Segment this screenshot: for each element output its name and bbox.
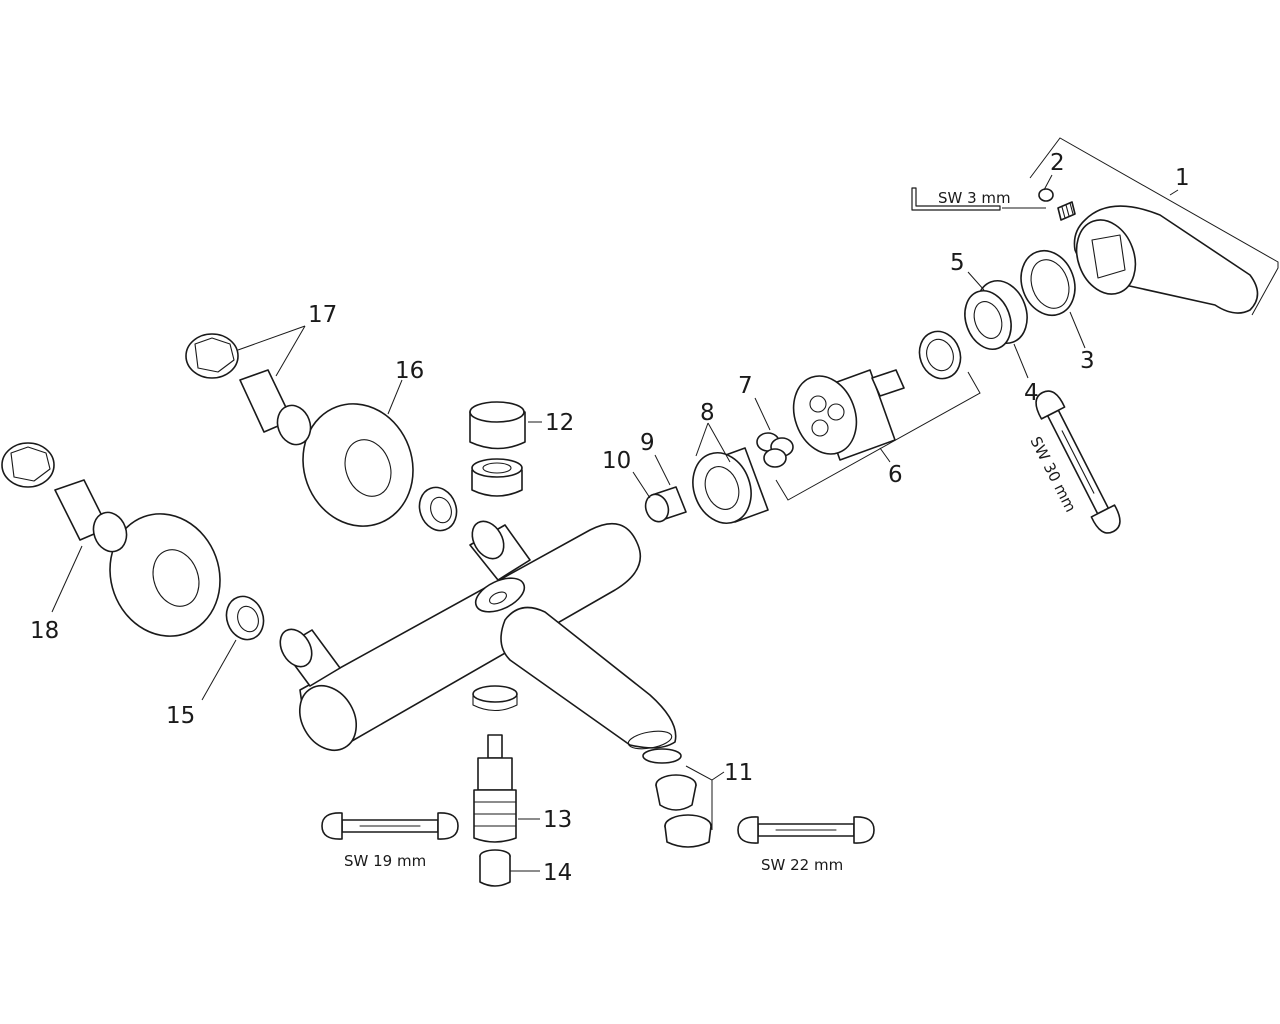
cover-rosette-lower (109, 513, 221, 637)
callout-1: 1 (1175, 165, 1190, 191)
spline-adapter (918, 330, 962, 380)
callout-2: 2 (1050, 150, 1065, 176)
thermo-insert (479, 849, 511, 887)
grub-screws (1038, 188, 1076, 221)
hex-key-icon (911, 187, 1001, 211)
callout-9: 9 (640, 430, 655, 456)
leader-lines (51, 137, 1279, 872)
wrench-icon (321, 812, 459, 840)
callout-7: 7 (738, 373, 753, 399)
plug-adapter (471, 458, 523, 497)
callout-3: 3 (1080, 348, 1095, 374)
eccentric-upper (185, 333, 312, 446)
callout-12: 12 (545, 410, 574, 436)
aerator-set (642, 748, 712, 848)
cartridge-seals (756, 432, 794, 468)
callout-14: 14 (543, 860, 572, 886)
diverter-valve (692, 447, 769, 524)
callout-labels: 1 2 3 4 5 6 7 8 9 10 11 12 13 14 15 16 1… (30, 150, 1190, 886)
callout-11: 11 (724, 760, 753, 786)
wrench-icon (1035, 390, 1121, 534)
thermostatic-element (473, 734, 517, 843)
callout-6: 6 (888, 462, 903, 488)
callout-18: 18 (30, 618, 59, 644)
plug-cap (469, 401, 526, 450)
handle-lever (1073, 205, 1259, 314)
hex-key-label: SW 3 mm (938, 189, 1011, 207)
thermo-ring (472, 685, 518, 712)
callout-4: 4 (1024, 380, 1039, 406)
bonnet-nut (964, 280, 1028, 350)
wrench-19-label: SW 19 mm (344, 852, 426, 870)
tool-labels: SW 3 mm SW 30 mm SW 19 mm SW 22 mm (344, 189, 1080, 874)
mixer-body (279, 520, 677, 751)
mixer-cartridge (792, 369, 905, 461)
union-upper (418, 486, 458, 532)
callout-15: 15 (166, 703, 195, 729)
callout-17: 17 (308, 302, 337, 328)
wrench-22-label: SW 22 mm (761, 856, 843, 874)
callout-5: 5 (950, 250, 965, 276)
cover-rosette-upper (302, 403, 414, 527)
callout-13: 13 (543, 807, 572, 833)
callout-8: 8 (700, 400, 715, 426)
check-valve-sleeves (644, 486, 687, 523)
wrench-icon (737, 816, 875, 844)
cover-ring (1020, 249, 1076, 317)
callout-16: 16 (395, 358, 424, 384)
eccentric-lower (1, 442, 128, 553)
callout-10: 10 (602, 448, 631, 474)
union-lower (225, 595, 265, 641)
